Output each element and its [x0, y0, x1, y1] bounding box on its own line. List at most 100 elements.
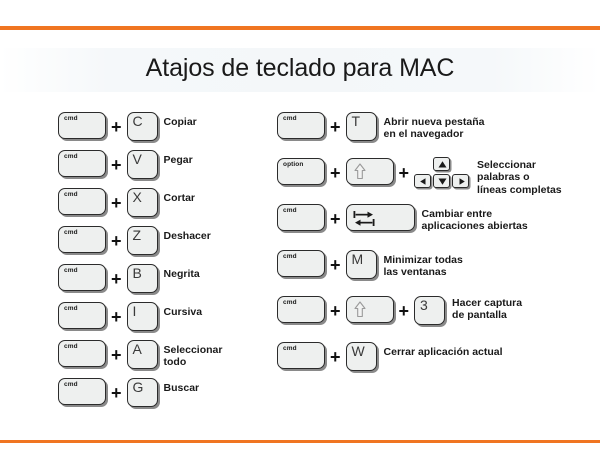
shortcut-description: Negrita — [163, 268, 200, 280]
key-label: cmd — [64, 115, 78, 122]
key-option[interactable]: option — [277, 158, 325, 185]
shortcut-row: cmd + M Minimizar todas las ventanas — [277, 250, 562, 296]
shift-arrow-icon — [353, 301, 366, 318]
arrow-left-icon — [420, 178, 426, 185]
shortcut-row: cmd + W Cerrar aplicación actual — [277, 342, 562, 388]
shortcut-row: option++Seleccionar palabras o líneas co… — [277, 157, 562, 204]
shortcut-description: Cerrar aplicación actual — [383, 346, 503, 358]
key-label: X — [132, 189, 142, 205]
key-label: T — [351, 113, 361, 129]
title-band — [0, 48, 600, 92]
plus-symbol: + — [111, 307, 122, 327]
key-label: W — [351, 343, 365, 359]
key-X[interactable]: X — [126, 188, 158, 217]
shortcut-description: Buscar — [163, 382, 200, 394]
key-I[interactable]: I — [126, 302, 158, 331]
shortcut-row: cmd + X Cortar — [58, 188, 222, 226]
shortcut-row: cmd + G Buscar — [58, 378, 222, 416]
top-accent-rule — [0, 26, 600, 30]
plus-symbol: + — [111, 117, 122, 137]
key-3[interactable]: 3 — [414, 296, 446, 325]
key-label: M — [351, 251, 364, 267]
page-title: Atajos de teclado para MAC — [145, 54, 455, 82]
key-cmd[interactable]: cmd — [58, 188, 106, 215]
shortcut-description: Hacer captura de pantalla — [452, 297, 523, 322]
key-A[interactable]: A — [126, 340, 158, 369]
key-cmd[interactable]: cmd — [277, 204, 325, 231]
arrow-down-icon — [438, 178, 447, 185]
key-label: A — [132, 341, 142, 357]
key-Z[interactable]: Z — [126, 226, 158, 255]
key-cmd[interactable]: cmd — [58, 378, 106, 405]
key-V[interactable]: V — [126, 150, 158, 179]
shortcut-description: Cursiva — [163, 306, 203, 318]
key-C[interactable]: C — [126, 112, 158, 141]
shortcut-row: cmd+ I Cursiva — [58, 302, 222, 340]
key-M[interactable]: M — [345, 250, 377, 279]
key-B[interactable]: B — [126, 264, 158, 293]
shortcut-row: cmd + B Negrita — [58, 264, 222, 302]
key-cmd[interactable]: cmd — [58, 264, 106, 291]
key-cmd[interactable]: cmd — [58, 112, 106, 139]
shortcut-description: Seleccionar todo — [163, 344, 223, 369]
shortcut-row: cmd + C Copiar — [58, 112, 222, 150]
key-label: cmd — [64, 191, 78, 198]
key-label: B — [132, 265, 142, 281]
plus-symbol: + — [330, 255, 341, 275]
key-label: cmd — [64, 381, 78, 388]
plus-symbol: + — [111, 269, 122, 289]
arrow-right-icon — [459, 178, 465, 185]
key-cmd[interactable]: cmd — [277, 112, 325, 139]
key-cmd[interactable]: cmd — [58, 302, 106, 329]
plus-symbol: + — [398, 163, 410, 183]
key-label: Z — [132, 227, 142, 243]
key-tab[interactable] — [345, 204, 415, 231]
plus-symbol: + — [111, 155, 122, 175]
key-cmd[interactable]: cmd — [277, 296, 325, 323]
shortcut-description: Seleccionar palabras o líneas completas — [477, 159, 562, 196]
key-arrow-down[interactable] — [433, 174, 451, 188]
key-G[interactable]: G — [126, 378, 158, 407]
plus-symbol: + — [111, 345, 122, 365]
key-label: cmd — [64, 267, 78, 274]
bottom-accent-rule — [0, 440, 600, 443]
key-label: I — [132, 303, 137, 319]
key-shift[interactable] — [345, 296, 394, 323]
key-label: cmd — [64, 229, 78, 236]
shortcut-description: Pegar — [163, 154, 193, 166]
key-cmd[interactable]: cmd — [58, 150, 106, 177]
shortcut-description: Cortar — [163, 192, 196, 204]
plus-symbol: + — [330, 117, 341, 137]
plus-symbol: + — [398, 301, 410, 321]
plus-symbol: + — [111, 383, 122, 403]
key-T[interactable]: T — [345, 112, 377, 141]
plus-symbol: + — [330, 301, 341, 321]
key-label: C — [132, 113, 143, 129]
key-shift[interactable] — [345, 158, 394, 185]
key-arrow-right[interactable] — [452, 174, 470, 188]
key-label: cmd — [283, 115, 297, 122]
shortcut-row: cmd+V Pegar — [58, 150, 222, 188]
key-label: cmd — [283, 253, 297, 260]
arrow-up-icon — [438, 161, 447, 168]
key-cmd[interactable]: cmd — [277, 250, 325, 277]
key-W[interactable]: W — [345, 342, 377, 371]
key-arrow-up[interactable] — [433, 157, 451, 171]
plus-symbol: + — [330, 347, 341, 367]
key-arrow-left[interactable] — [414, 174, 432, 188]
key-label: option — [283, 161, 304, 168]
key-cmd[interactable]: cmd — [58, 226, 106, 253]
key-label: cmd — [283, 345, 297, 352]
key-cmd[interactable]: cmd — [58, 340, 106, 367]
shortcut-description: Deshacer — [163, 230, 211, 242]
plus-symbol: + — [111, 193, 122, 213]
key-label: G — [132, 379, 144, 395]
shortcut-description: Minimizar todas las ventanas — [383, 254, 463, 279]
key-cmd[interactable]: cmd — [277, 342, 325, 369]
shortcut-row: cmd+Cambiar entre aplicaciones abiertas — [277, 204, 562, 250]
shortcut-description: Copiar — [163, 116, 197, 128]
